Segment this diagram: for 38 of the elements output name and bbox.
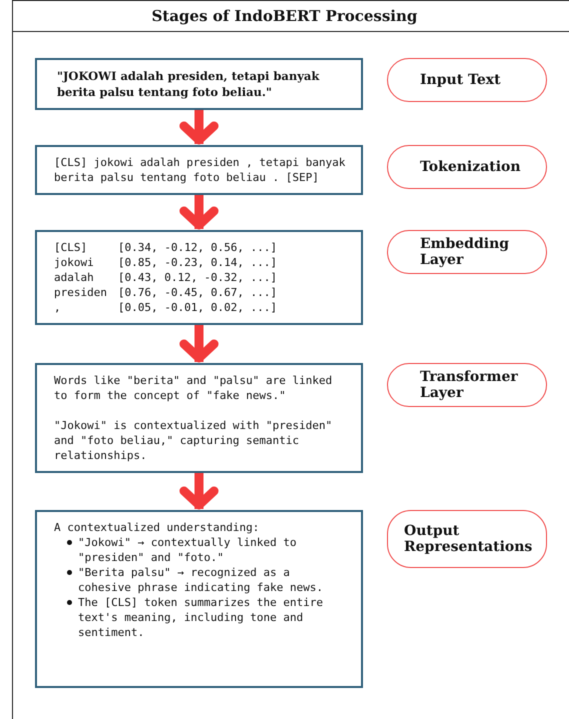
arrow xyxy=(180,325,218,362)
token-text: jokowi xyxy=(54,255,95,270)
token-text: presiden xyxy=(54,285,108,300)
token-text: adalah xyxy=(54,270,95,285)
box-text: "Jokowi" is contextualized with "presiden" and "foto beliau," capturing semantic relationships. xyxy=(54,418,334,463)
stage-label-pill xyxy=(387,510,547,568)
process-box xyxy=(35,363,363,473)
box-text: A contextualized understanding: xyxy=(54,520,260,535)
box-text: "JOKOWI adalah presiden, tetapi banyak berita palsu tentang foto beliau." xyxy=(57,68,320,100)
bullet-text: "Berita palsu" → recognized as a cohesive phrase indicating fake news. xyxy=(78,566,324,594)
token-text: [CLS] xyxy=(54,240,88,255)
stage-label-pill xyxy=(387,145,547,189)
arrow xyxy=(180,473,218,510)
vector-text: [0.85, -0.23, 0.14, ...] xyxy=(118,255,278,270)
vector-text: [0.43, 0.12, -0.32, ...] xyxy=(118,270,278,285)
diagram-title: Stages of IndoBERT Processing xyxy=(150,7,418,25)
token-text: , xyxy=(54,300,62,315)
arrow xyxy=(180,195,218,230)
stage-label-pill xyxy=(387,230,547,274)
process-box xyxy=(35,145,363,195)
stage-label: Tokenization xyxy=(420,159,521,175)
process-box xyxy=(35,58,363,110)
stage-label: Input Text xyxy=(420,72,501,88)
stage-label: Transformer Layer xyxy=(420,369,519,401)
box-text: Words like "berita" and "palsu" are linked to form the concept of "fake news." xyxy=(54,373,334,403)
bullet-text: The [CLS] token summarizes the entire text's meaning, including tone and sentiment. xyxy=(78,596,324,639)
vector-text: [0.05, -0.01, 0.02, ...] xyxy=(118,300,278,315)
vector-text: [0.34, -0.12, 0.56, ...] xyxy=(118,240,278,255)
process-box xyxy=(35,510,363,688)
process-box xyxy=(35,230,363,325)
stage-label-pill xyxy=(387,58,547,102)
stage-label-pill xyxy=(387,363,547,407)
arrow xyxy=(180,110,218,144)
vector-text: [0.76, -0.45, 0.67, ...] xyxy=(118,285,278,300)
bullet-text: "Jokowi" → contextually linked to "presiden" and "foto." xyxy=(78,536,297,564)
stage-label: Output Representations xyxy=(404,523,534,555)
box-text: [CLS] jokowi adalah presiden , tetapi banyak berita palsu tentang foto beliau . [SEP] xyxy=(54,155,346,185)
stage-label: Embedding Layer xyxy=(420,236,510,268)
